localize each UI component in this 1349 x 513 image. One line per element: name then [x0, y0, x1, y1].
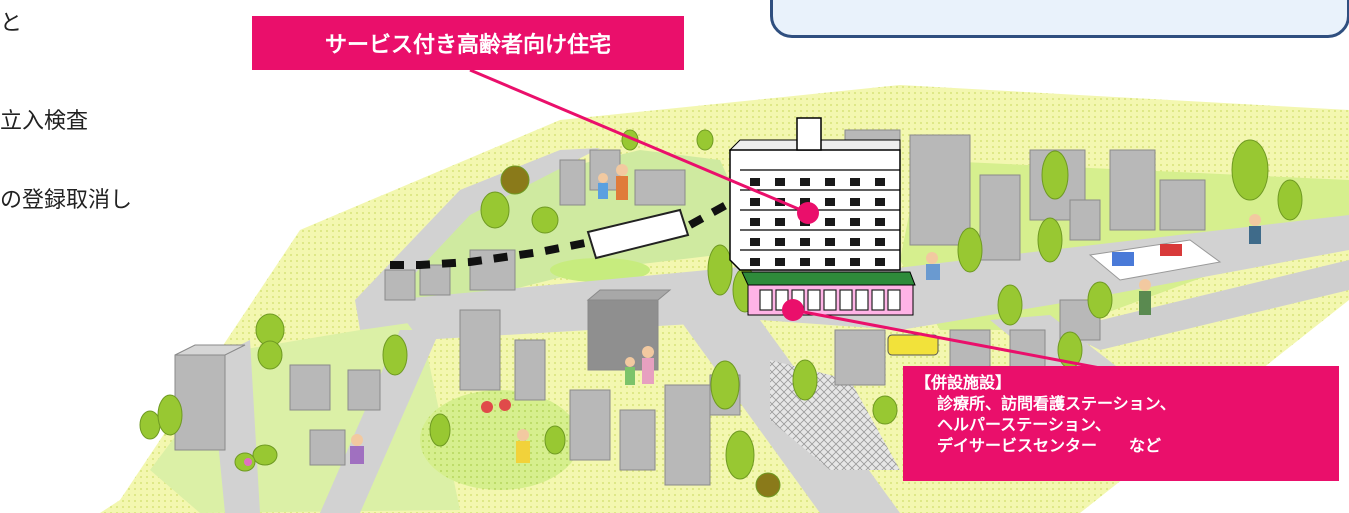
left-text-line: と: [0, 11, 23, 36]
facility-line: 診療所、訪問看護ステーション、: [937, 394, 1176, 413]
road: [355, 148, 600, 330]
buildings: [174, 129, 1206, 486]
facility-label-box: 【併設施設】 診療所、訪問看護ステーション、 ヘルパーステーション、 デイサービ…: [903, 366, 1339, 481]
dotted-path: [390, 238, 591, 269]
sah-label: サービス付き高齢者向け住宅: [252, 16, 684, 70]
car: [1112, 252, 1134, 266]
callout-box: [770, 0, 1349, 38]
road: [320, 330, 440, 513]
car: [1160, 244, 1182, 256]
facility-line: ヘルパーステーション、: [937, 415, 1111, 434]
facility-title: 【併設施設】: [915, 373, 1012, 392]
marker-dot-sah: [797, 202, 819, 224]
park-area: [420, 390, 580, 490]
park-area: [550, 258, 650, 282]
facility-line: デイサービスセンター など: [937, 436, 1162, 455]
marker-dot-facility: [782, 299, 804, 321]
left-text-line: の登録取消し: [0, 188, 133, 213]
sign-panel: [586, 208, 690, 260]
left-text-line: 立入検査: [0, 109, 89, 134]
pointer-line-facility: [792, 308, 1101, 370]
road: [1060, 260, 1349, 350]
pointer-line-sah: [469, 68, 809, 215]
dotted-path: [688, 196, 737, 229]
people-figures: [244, 164, 1261, 466]
main-building: [728, 117, 916, 316]
trees: [139, 129, 1303, 498]
parking-lot: [1088, 239, 1222, 281]
